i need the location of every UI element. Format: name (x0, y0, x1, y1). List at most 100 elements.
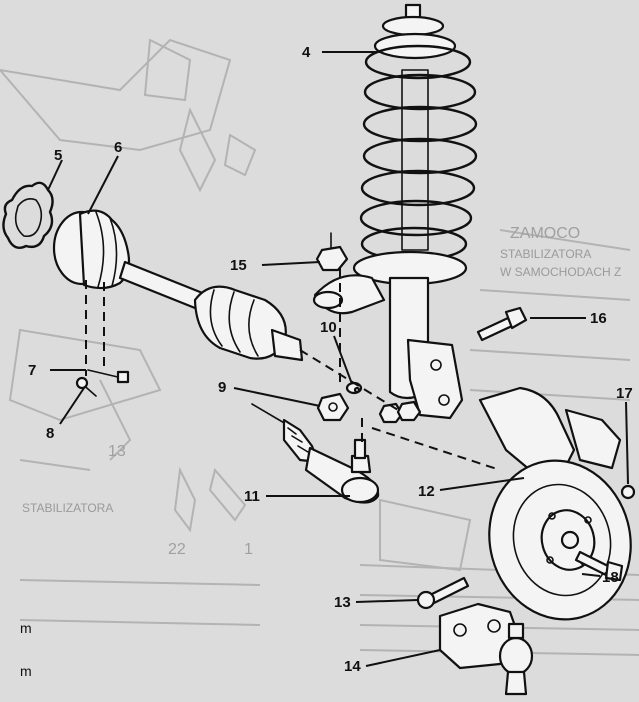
edge-letter-2: m (20, 663, 32, 679)
outer-boot (193, 285, 287, 360)
strut-top-washer (381, 15, 445, 37)
damper-rod (401, 69, 429, 251)
leader-18 (581, 573, 601, 577)
lower-ball-joint (438, 602, 534, 696)
bolt-13 (416, 576, 470, 610)
thread-lines (287, 427, 309, 453)
nut-9-hole (328, 402, 338, 412)
bolt-head (75, 376, 89, 390)
nut-9 (316, 392, 350, 422)
dashed-line-shaft (299, 349, 399, 411)
spring-coil (364, 44, 472, 80)
leader-9 (233, 387, 321, 407)
bleed-text-7: 1 (244, 541, 253, 558)
ghost-line (19, 459, 91, 471)
boot-ribs (95, 211, 118, 288)
drive-shaft (118, 260, 207, 312)
coil-spring-strut (312, 3, 478, 420)
bleed-text-6: 22 (168, 541, 186, 558)
dashed-line-knuckle (371, 427, 501, 471)
drive-shaft-assembly (52, 209, 304, 362)
ghost-shape-top-left (0, 38, 232, 152)
clip-ring-inner (14, 198, 43, 238)
lug-hole (584, 516, 592, 524)
callout-13: 13 (334, 594, 351, 611)
tie-rod-end (251, 403, 380, 504)
leader-12 (439, 477, 525, 491)
spring-coil (359, 199, 473, 237)
leader-15 (261, 261, 321, 266)
caliper (564, 408, 622, 470)
ball-joint-housing (340, 476, 380, 504)
leader-17 (625, 401, 629, 485)
ghost-arm (8, 328, 162, 422)
bolt-head (504, 306, 528, 330)
hub-center (560, 530, 580, 550)
callout-5: 5 (54, 147, 62, 164)
bolt-head (416, 590, 436, 610)
bolt-18 (574, 550, 624, 582)
bracket-hole (430, 359, 442, 371)
clip-ring-5 (2, 181, 54, 249)
spring-coil (360, 169, 476, 207)
bolt-7 (87, 369, 130, 384)
ghost-clip (173, 466, 197, 533)
ball-stud-thread (353, 438, 367, 460)
leader-lines (47, 51, 629, 667)
outer-joint-spline (270, 328, 304, 362)
callout-17: 17 (616, 385, 633, 402)
callout-18: 18 (602, 569, 619, 586)
lug-hole (548, 512, 556, 520)
spring-coil (363, 73, 477, 111)
bleed-text-5: 13 (108, 443, 126, 460)
spring-coil (362, 105, 478, 143)
callout-11: 11 (244, 488, 260, 505)
callout-numbers: 4 5 6 15 16 10 7 9 17 8 11 12 18 13 14 (28, 44, 633, 675)
bolt-16 (476, 306, 528, 342)
ghost-rod (178, 107, 217, 193)
edge-letter-1: m (20, 620, 32, 636)
callout-8: 8 (46, 425, 54, 442)
stabilizer-arm-eye (312, 290, 344, 310)
callout-9: 9 (218, 379, 226, 396)
callout-12: 12 (418, 483, 435, 500)
plate-hole (453, 623, 467, 637)
bleed-text-1: ZAMOCO (510, 225, 580, 242)
leader-10 (333, 335, 353, 385)
callout-15: 15 (230, 257, 247, 274)
ball-joint-stud (504, 670, 528, 696)
ghost-nut (223, 133, 257, 177)
bleed-through-layer: ZAMOCO STABILIZATORA W SAMOCHODACH Z STA… (0, 38, 639, 656)
ghost-bolt (208, 467, 247, 522)
ghost-bracket (143, 38, 192, 102)
bolt-shank (87, 369, 123, 379)
ghost-bar (379, 498, 472, 572)
ball-joint-top (507, 622, 525, 640)
callout-4: 4 (302, 44, 311, 61)
ghost-link (99, 379, 132, 461)
lug-hole (546, 556, 554, 564)
ghost-text-lines (469, 229, 631, 401)
bracket-nut (396, 400, 422, 422)
bleed-text-4: STABILIZATORA (22, 501, 113, 515)
bleed-text-2: STABILIZATORA (500, 247, 591, 261)
caliper-bolt (620, 484, 636, 500)
brake-disc-inner (512, 483, 612, 597)
ghost-list-lines-left (19, 579, 261, 626)
inner-boot (78, 209, 131, 290)
outer-boot-ribs (209, 289, 259, 357)
dashed-alignment-bolts (85, 280, 105, 376)
leader-6 (87, 155, 119, 215)
callout-7: 7 (28, 362, 36, 379)
leader-8 (59, 387, 85, 425)
washer-10-hole (353, 386, 361, 394)
hex-nut (315, 245, 349, 272)
leader-13 (355, 599, 419, 603)
bleed-text-3: W SAMOCHODACH Z (500, 265, 621, 279)
callout-14: 14 (344, 658, 361, 675)
bolt-head (604, 560, 624, 582)
leader-14 (365, 649, 441, 667)
tie-rod-shaft (251, 403, 287, 425)
